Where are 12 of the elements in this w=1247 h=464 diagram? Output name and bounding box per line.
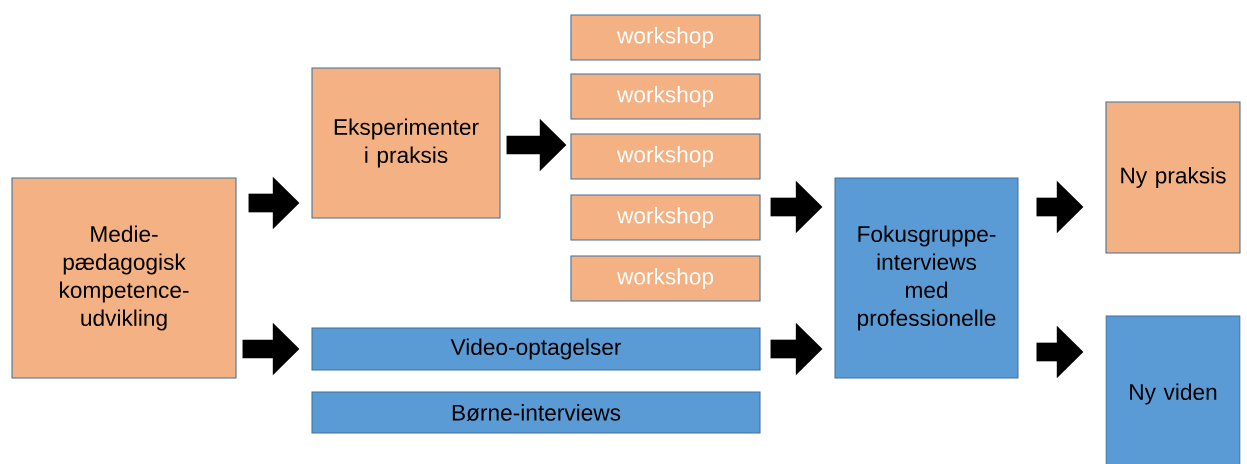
- process-box: Video-optagelser: [311, 327, 761, 371]
- process-box: Ny praksis: [1105, 101, 1241, 254]
- process-box: Medie-pædagogisk kompetence-udvikling: [11, 177, 237, 379]
- process-box: workshop: [570, 133, 761, 180]
- process-box: workshop: [570, 255, 761, 302]
- process-box: Ny viden: [1105, 315, 1241, 464]
- process-box: Børne-interviews: [311, 391, 761, 434]
- process-box: Eksperimenter i praksis: [311, 67, 501, 219]
- process-box: workshop: [570, 73, 761, 120]
- process-box: workshop: [570, 194, 761, 241]
- process-box: workshop: [570, 14, 761, 61]
- process-box: Fokusgruppe-interviews med professionelle: [834, 177, 1019, 379]
